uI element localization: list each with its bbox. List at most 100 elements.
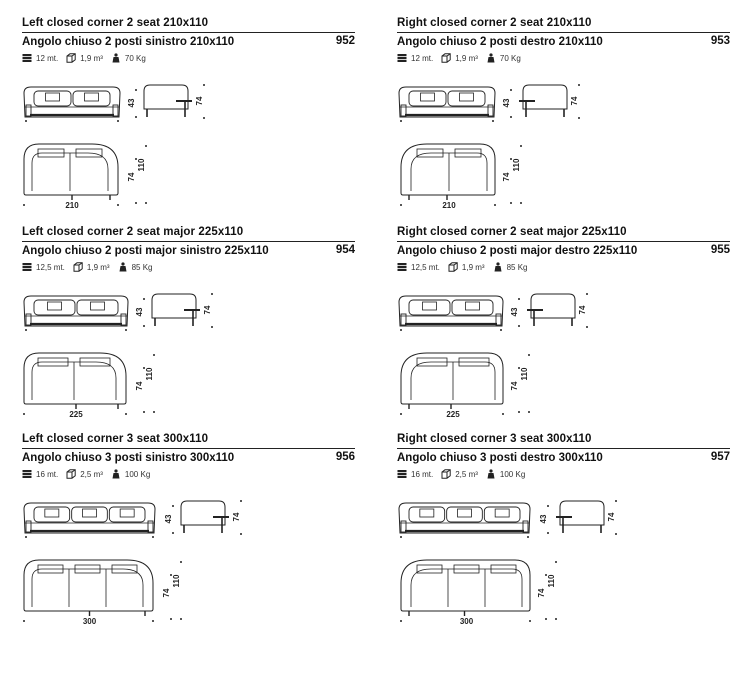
sofa-foot bbox=[522, 520, 529, 533]
package-volume-icon bbox=[73, 262, 83, 272]
dimension-dot bbox=[400, 204, 402, 206]
dimension-dot bbox=[143, 411, 145, 413]
width-label: 225 bbox=[446, 410, 460, 419]
sofa-foot bbox=[112, 104, 119, 117]
dimension-dot bbox=[145, 145, 147, 147]
title-divider bbox=[397, 448, 730, 449]
sofa-side-outline bbox=[530, 293, 576, 319]
plan-height-label: 74 bbox=[537, 588, 546, 597]
dimension-dot bbox=[510, 158, 512, 160]
dimension-dot bbox=[143, 367, 145, 369]
product-weight: 100 Kg bbox=[499, 469, 526, 479]
fabric-roll-icon bbox=[397, 263, 407, 271]
throw-pillow bbox=[459, 92, 474, 102]
width-label: 225 bbox=[69, 410, 83, 419]
sofa-plan-outline bbox=[23, 352, 127, 405]
sofa-front-outline bbox=[23, 295, 129, 327]
depth-label: 110 bbox=[172, 574, 181, 587]
dimension-dot bbox=[117, 204, 119, 206]
package-volume: 2,5 m³ bbox=[455, 469, 478, 479]
width-label: 210 bbox=[65, 201, 79, 210]
back-cushion bbox=[108, 506, 146, 523]
dimension-dot bbox=[518, 298, 520, 300]
height-label: 74 bbox=[232, 512, 241, 521]
sofa-side-outline bbox=[522, 84, 568, 110]
back-cushion bbox=[71, 506, 108, 523]
product-entry-955: Right closed corner 2 seat major 225x110… bbox=[397, 226, 730, 431]
back-cushion bbox=[447, 90, 486, 107]
product-code: 956 bbox=[335, 451, 355, 463]
plan-pillow bbox=[37, 357, 69, 367]
back-cushion bbox=[408, 299, 451, 316]
title-divider bbox=[397, 241, 730, 242]
package-volume: 2,5 m³ bbox=[80, 469, 103, 479]
weight-icon bbox=[112, 53, 120, 63]
plan-pillow bbox=[37, 564, 64, 574]
dimension-dot bbox=[400, 413, 402, 415]
seat-height-label: 43 bbox=[127, 98, 136, 107]
plan-pillow bbox=[75, 148, 103, 158]
package-volume: 1,9 m³ bbox=[455, 53, 478, 63]
fabric-quantity: 12 mt. bbox=[411, 53, 434, 63]
seat-inner-outline bbox=[410, 361, 496, 400]
sofa-side-outline bbox=[559, 500, 605, 526]
product-title-italian: Angolo chiuso 2 posti destro 210x110 bbox=[397, 36, 603, 48]
dimension-dot bbox=[211, 326, 213, 328]
dimension-dot bbox=[170, 574, 172, 576]
seat-height-label: 43 bbox=[164, 514, 173, 523]
package-volume: 1,9 m³ bbox=[86, 262, 110, 272]
dimension-dot bbox=[545, 618, 547, 620]
seat-inner-outline bbox=[31, 568, 144, 607]
plan-pillow bbox=[37, 148, 65, 158]
package-volume: 1,9 m³ bbox=[80, 53, 103, 63]
dimension-dot bbox=[518, 367, 520, 369]
sofa-front-outline bbox=[23, 502, 156, 534]
dimension-dot bbox=[510, 202, 512, 204]
dimension-dot bbox=[25, 329, 27, 331]
throw-pillow bbox=[457, 508, 472, 518]
package-volume-icon bbox=[448, 262, 458, 272]
dimension-dot bbox=[586, 293, 588, 295]
plan-pillow bbox=[74, 564, 101, 574]
fabric-quantity: 16 mt. bbox=[36, 469, 59, 479]
dimension-dot bbox=[529, 620, 531, 622]
back-cushion bbox=[33, 506, 71, 523]
dimension-dot bbox=[492, 120, 494, 122]
sofa-side-outline bbox=[143, 84, 189, 110]
dimension-dot bbox=[240, 500, 242, 502]
plan-pillow bbox=[416, 148, 444, 158]
throw-pillow bbox=[90, 301, 105, 311]
throw-pillow bbox=[422, 301, 437, 311]
dimension-dot bbox=[143, 298, 145, 300]
package-volume-icon bbox=[66, 469, 76, 479]
product-code: 952 bbox=[335, 35, 355, 47]
seat-inner-outline bbox=[31, 361, 117, 400]
width-label: 300 bbox=[460, 617, 474, 626]
dimension-dot bbox=[25, 536, 27, 538]
fabric-quantity: 12,5 mt. bbox=[411, 262, 440, 272]
plan-pillow bbox=[453, 564, 480, 574]
dimension-dot bbox=[510, 116, 512, 118]
dimension-dot bbox=[180, 618, 182, 620]
sofa-foot bbox=[25, 313, 32, 326]
sofa-foot bbox=[495, 313, 502, 326]
plan-pillow bbox=[458, 357, 490, 367]
fabric-quantity: 12,5 mt. bbox=[36, 262, 65, 272]
seat-inner-outline bbox=[410, 568, 523, 607]
fabric-quantity: 16 mt. bbox=[411, 469, 434, 479]
plan-pillow bbox=[416, 564, 443, 574]
fabric-roll-icon bbox=[22, 470, 32, 478]
product-title-italian: Angolo chiuso 2 posti major destro 225x1… bbox=[397, 245, 638, 257]
product-specs: 16 mt. 2,5 m³ 100 Kg bbox=[397, 468, 525, 480]
dimension-dot bbox=[518, 325, 520, 327]
plan-height-label: 74 bbox=[502, 172, 511, 181]
sofa-side-outline bbox=[151, 293, 197, 319]
dimension-dot bbox=[578, 84, 580, 86]
